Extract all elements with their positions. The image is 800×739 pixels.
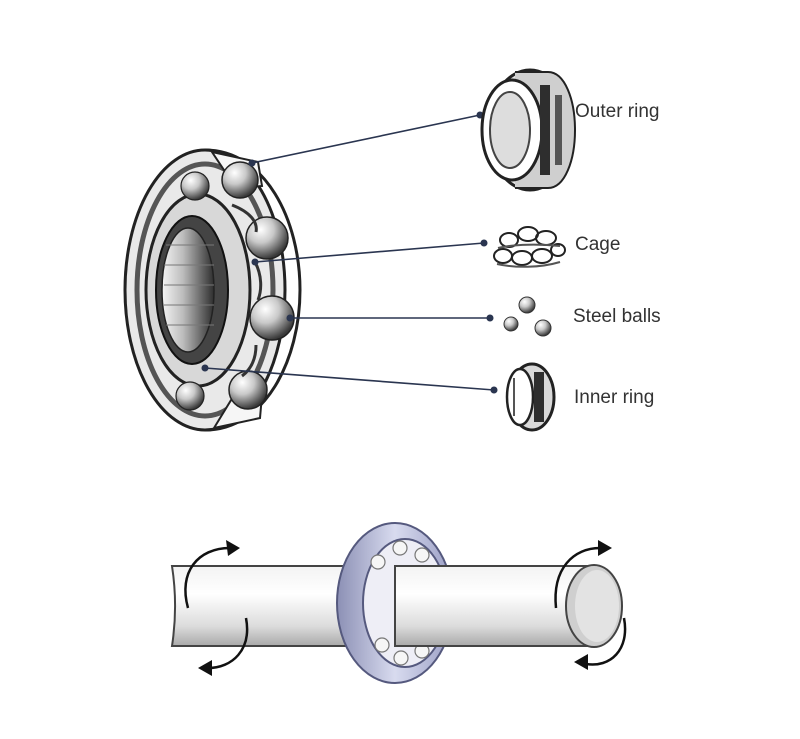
inner-ring-label: Inner ring (574, 387, 654, 408)
steel-balls-label: Steel balls (573, 306, 661, 327)
steel-balls-icon (503, 296, 552, 337)
shaft-assembly (170, 522, 623, 684)
cage-label: Cage (575, 234, 620, 255)
rotation-arrow-icon (184, 540, 627, 676)
assembled-bearing (123, 148, 302, 432)
leader-inner-ring (201, 364, 498, 394)
inner-ring-icon (505, 362, 556, 432)
outer-ring-label: Outer ring (575, 101, 659, 122)
outer-ring-icon (480, 68, 577, 192)
leader-cage (251, 239, 488, 266)
leader-outer-ring (248, 111, 484, 167)
leader-lines (201, 111, 498, 394)
cage-icon (493, 226, 566, 268)
